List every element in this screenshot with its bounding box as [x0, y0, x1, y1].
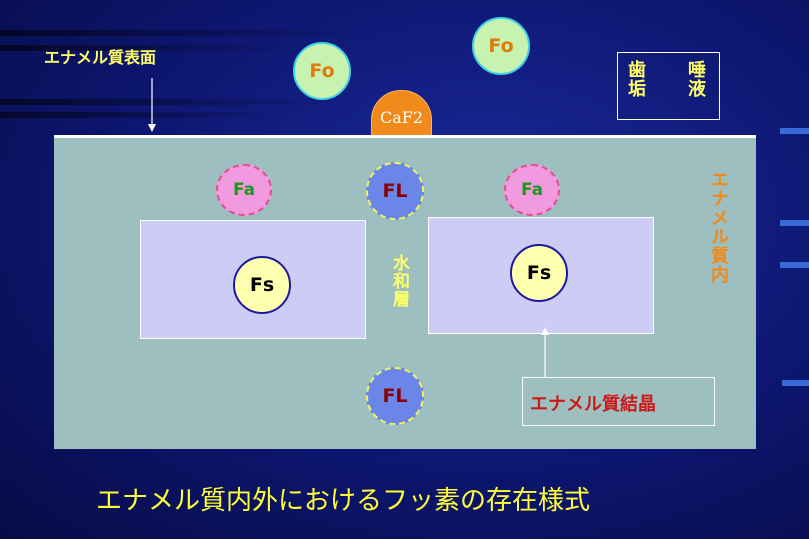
enamel-interior-label: エナメル質内 [708, 170, 729, 284]
crystal-label-box [522, 377, 715, 426]
caf2-deposit [371, 90, 432, 138]
legend-saliva: 唾液 [685, 60, 706, 98]
enamel-surface-label: エナメル質表面 [44, 48, 157, 67]
fs-circle: Fs [233, 256, 291, 314]
caf2-label: CaF2 [379, 108, 424, 127]
fo-circle: Fo [293, 42, 351, 100]
fo-circle: Fo [472, 17, 530, 75]
surface-arrow [148, 78, 156, 132]
legend-box [617, 52, 720, 120]
bg-accent [780, 262, 809, 268]
bg-accent [780, 220, 809, 226]
bg-accent [780, 128, 809, 134]
fl-circle: FL [366, 162, 424, 220]
bg-stripe [0, 45, 300, 51]
bg-stripe [0, 30, 360, 36]
fa-circle: Fa [504, 164, 560, 216]
enamel-surface-line [54, 135, 756, 138]
hydration-layer-label: 水和層 [389, 254, 409, 308]
crystal-arrow [541, 327, 549, 377]
crystal-label: エナメル質結晶 [530, 394, 656, 415]
fa-circle: Fa [216, 164, 272, 216]
fs-circle: Fs [510, 244, 568, 302]
bg-accent [782, 380, 809, 386]
bg-stripe [0, 112, 280, 118]
page-title: エナメル質内外におけるフッ素の存在様式 [96, 486, 591, 516]
legend-plaque: 歯垢 [625, 60, 646, 98]
fl-circle: FL [366, 367, 424, 425]
bg-stripe [0, 99, 330, 105]
